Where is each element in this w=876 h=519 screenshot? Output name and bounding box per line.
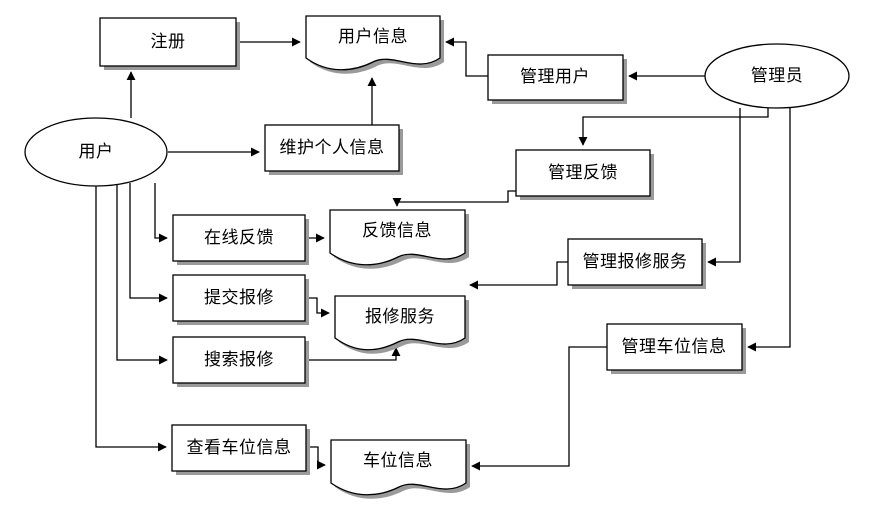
flow-user-to-online-feedback bbox=[154, 183, 168, 243]
node-user-info-label: 用户信息 bbox=[338, 27, 408, 46]
flow-user-to-view-parking-info bbox=[95, 183, 167, 452]
node-maintain-personal-info-label: 维护个人信息 bbox=[280, 138, 385, 157]
node-manage-feedback[interactable]: 管理反馈 bbox=[515, 149, 654, 200]
node-repair-service-label: 报修服务 bbox=[365, 307, 435, 326]
node-search-repair[interactable]: 搜索报修 bbox=[172, 336, 309, 387]
node-submit-repair[interactable]: 提交报修 bbox=[172, 274, 309, 325]
node-user-label: 用户 bbox=[79, 142, 114, 161]
node-parking-info-label: 车位信息 bbox=[363, 451, 433, 470]
node-manage-feedback-label: 管理反馈 bbox=[548, 163, 618, 182]
node-user-info[interactable]: 用户信息 bbox=[305, 15, 444, 74]
flow-admin-to-manage-repair-service bbox=[707, 108, 741, 267]
node-search-repair-label: 搜索报修 bbox=[204, 350, 274, 369]
node-manage-users[interactable]: 管理用户 bbox=[487, 54, 627, 104]
node-admin-label: 管理员 bbox=[751, 66, 804, 85]
flow-submit-repair-to-repair-service bbox=[305, 297, 330, 318]
node-manage-repair-service[interactable]: 管理报修服务 bbox=[567, 238, 706, 289]
node-view-parking-info-label: 查看车位信息 bbox=[187, 438, 292, 457]
node-maintain-personal-info[interactable]: 维护个人信息 bbox=[264, 124, 403, 175]
node-online-feedback[interactable]: 在线反馈 bbox=[172, 214, 309, 265]
node-register[interactable]: 注册 bbox=[99, 17, 240, 70]
node-user[interactable]: 用户 bbox=[24, 117, 168, 187]
flow-admin-to-manage-feedback bbox=[578, 108, 769, 146]
node-online-feedback-label: 在线反馈 bbox=[204, 228, 274, 247]
node-view-parking-info[interactable]: 查看车位信息 bbox=[171, 424, 310, 475]
node-manage-parking-info-label: 管理车位信息 bbox=[622, 337, 727, 356]
node-repair-service[interactable]: 报修服务 bbox=[334, 295, 469, 354]
node-manage-users-label: 管理用户 bbox=[520, 67, 590, 86]
flow-user-to-submit-repair bbox=[129, 183, 168, 303]
node-register-label: 注册 bbox=[151, 32, 186, 51]
flow-manage-users-to-user-info bbox=[445, 37, 488, 77]
node-feedback-info-label: 反馈信息 bbox=[362, 221, 432, 240]
connector-layer bbox=[95, 37, 791, 471]
flow-admin-to-manage-parking-info bbox=[747, 108, 791, 352]
node-manage-repair-service-label: 管理报修服务 bbox=[583, 252, 688, 271]
node-submit-repair-label: 提交报修 bbox=[204, 288, 274, 307]
flow-manage-repair-service-to-repair-service bbox=[469, 261, 568, 290]
node-manage-parking-info[interactable]: 管理车位信息 bbox=[606, 323, 746, 374]
node-admin[interactable]: 管理员 bbox=[704, 43, 850, 109]
node-parking-info[interactable]: 车位信息 bbox=[330, 439, 470, 499]
flow-manage-parking-info-to-parking-info bbox=[471, 346, 607, 471]
flow-user-to-search-repair bbox=[116, 183, 168, 365]
flow-view-parking-info-to-parking-info bbox=[306, 446, 326, 470]
node-feedback-info[interactable]: 反馈信息 bbox=[329, 209, 469, 269]
flow-search-repair-to-repair-service bbox=[305, 347, 401, 361]
flow-manage-feedback-to-feedback-info bbox=[392, 190, 516, 207]
